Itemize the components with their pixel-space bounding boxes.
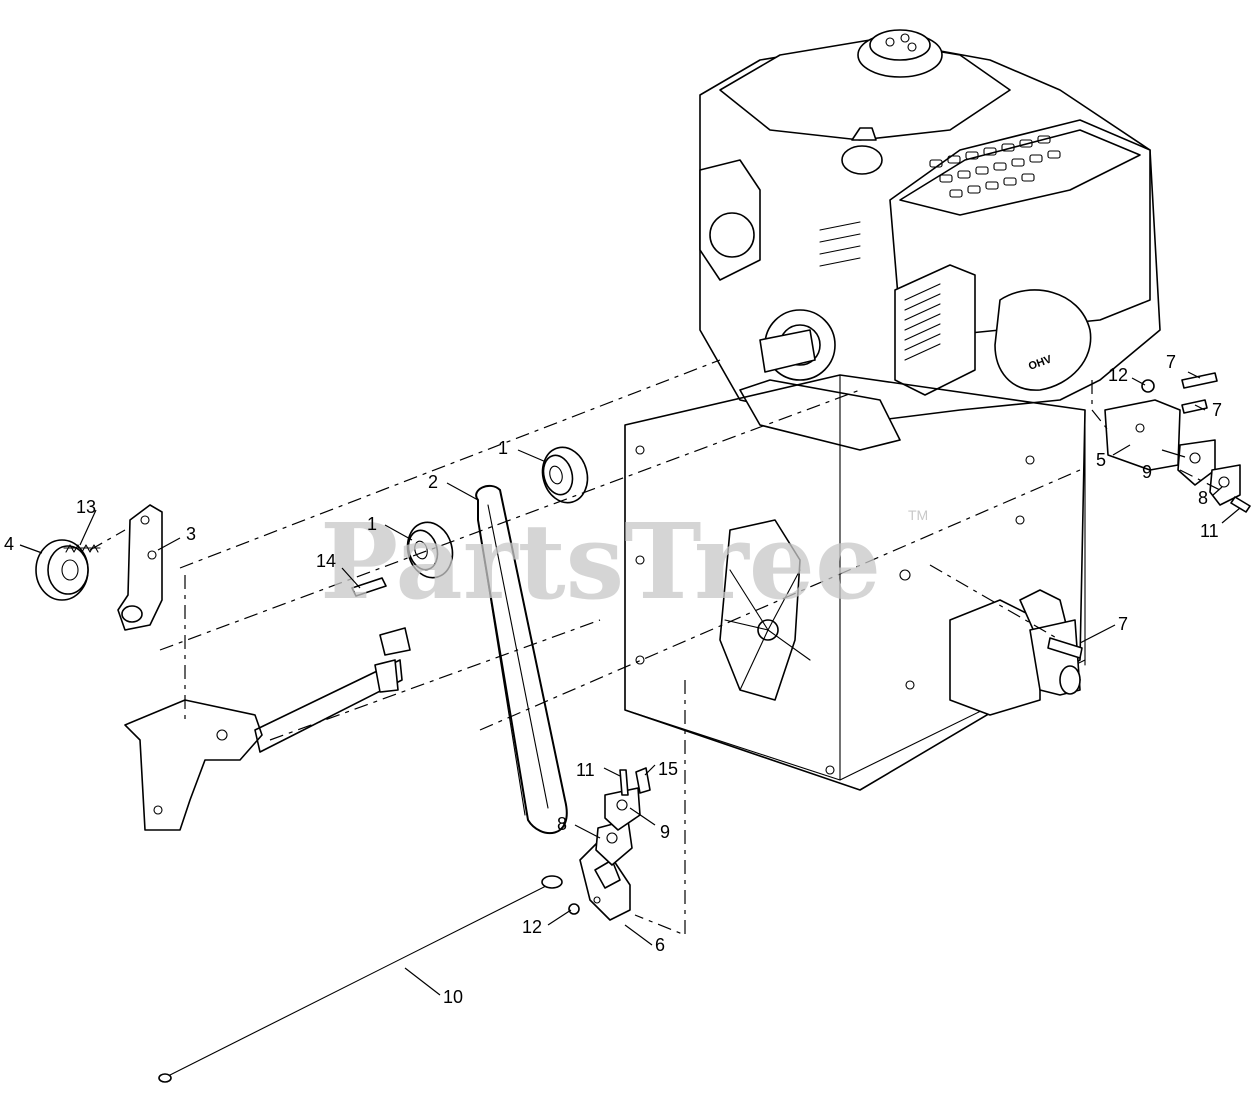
callout-14: 14 [316,551,336,571]
callout-8-lower: 8 [557,814,567,834]
bracket-right [1104,399,1181,471]
bolt-right-b [1181,399,1208,414]
callout-6: 6 [655,935,665,955]
pin-lower [619,769,629,796]
nut-right [1141,379,1155,393]
callout-13: 13 [76,497,96,517]
engine: OHV [699,29,1161,451]
centerlines [89,359,1221,936]
callout-3: 3 [186,524,196,544]
callout-1-lower: 1 [367,514,377,534]
callout-5: 5 [1096,450,1106,470]
idler-arm [117,504,163,631]
watermark: PartsTree [320,500,881,623]
idler-pulley [35,539,89,601]
pin-right [1230,496,1251,513]
callout-8-right: 8 [1198,488,1208,508]
left-bracket [124,627,411,831]
impeller [719,519,811,701]
callout-11-right: 11 [1200,521,1219,541]
callout-4: 4 [4,534,14,554]
cam-plate-lower [595,819,633,866]
cam-lever-right [1209,464,1241,506]
cam-plate-right [1177,439,1216,486]
nut-lower [568,903,580,915]
callout-7-top: 7 [1166,352,1176,372]
cam-lever-lower [604,787,641,831]
watermark-tm: TM [908,507,928,523]
pulley-upper [541,446,589,504]
callout-11-lower: 11 [576,760,595,780]
callout-10: 10 [443,987,463,1007]
frame-housing [624,374,1086,791]
callout-7-mid: 7 [1212,400,1222,420]
drive-belt [475,484,568,835]
callout-12-lower: 12 [522,917,542,937]
pulley-lower [406,521,454,579]
leader-lines [19,371,1241,996]
bolt-lower [1047,637,1083,659]
cable [158,875,563,1083]
callout-9-lower: 9 [660,822,670,842]
callout-2: 2 [428,472,438,492]
callout-1-upper: 1 [498,438,508,458]
callout-7-lower: 7 [1118,614,1128,634]
callout-12-right: 12 [1108,365,1128,385]
lower-bracket [579,839,631,921]
callout-15: 15 [658,759,678,779]
bolt-right-a [1181,372,1218,389]
key [351,577,387,597]
callout-9-right: 9 [1142,462,1152,482]
